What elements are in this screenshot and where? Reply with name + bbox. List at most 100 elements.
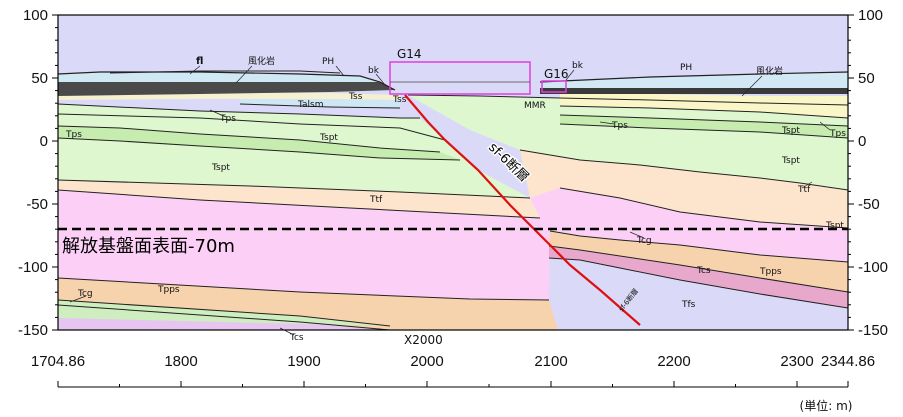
leader-line [335,65,345,77]
boundary-line [239,103,401,109]
fill-outline [109,70,341,74]
leader-line [819,121,831,131]
boundary-line [559,114,848,127]
y-tick-label-right: 50 [858,70,875,87]
label-fl: fl [196,56,203,67]
leader-line [629,231,645,239]
g14-borehole-box [389,61,531,95]
tcg-right-layer [549,231,848,292]
tps-right-band [560,115,848,138]
boundary-line [58,103,420,119]
label-mmr: MMR [524,101,546,111]
geology-layers [58,15,848,330]
boundary-line [559,123,848,139]
label-tss-1: Tss [348,92,363,102]
label-tpps-right: Tpps [759,267,782,277]
leader-line [69,295,87,303]
label-tpps-left: Tpps [157,285,180,295]
label-bk-left: bk [368,66,380,76]
x-tick-label: 2200 [657,353,690,370]
label-tspt-left1: Tspt [319,133,338,143]
weathered-right-layer [560,92,848,118]
x-tick-label: 1704.86 [31,353,85,370]
label-ttf-center: Ttf [369,195,383,205]
boundary-line [58,299,391,327]
leader-lines [69,65,831,336]
ttf-right-layer [520,150,848,228]
boundary-line [58,304,391,330]
label-tss-2: Tss [392,95,407,105]
label-tcg-right: Tcg [636,236,652,246]
y-tick-label: -150 [18,322,48,339]
leader-line [599,121,615,125]
g16-borehole-box [541,80,567,93]
boundary-line [407,94,848,106]
boundary-line [519,149,848,191]
leader-line [189,65,201,75]
leader-line [209,109,227,118]
leader-line [565,69,575,81]
green-strip-left [58,300,390,326]
ground-surface-left [58,71,396,91]
tps-left-band [58,126,460,160]
y-tick-label: 100 [23,7,48,24]
right-axis-ticks [848,14,854,331]
leader-line [279,327,295,336]
boundary-line [58,179,531,199]
x-tick-label: 2000 [410,353,443,370]
y-tick-label-right: -150 [858,322,888,339]
tspt-right-layer [408,95,848,190]
label-ph-left: PH [322,57,334,67]
label-tspt-right2: Tspt [781,156,800,166]
leader-line [801,181,813,189]
label-ph-right: PH [680,63,692,73]
leader-line [235,65,253,84]
dark-fill-left [58,82,395,96]
boundary-line [58,277,550,301]
x-tick-label: 1900 [287,353,320,370]
surface-fill-right [540,72,848,88]
sf-6-fault-line [404,94,641,326]
tpps-left-layer [58,278,558,330]
label-tps-right: Tps [829,129,846,139]
boundary-line [548,245,848,293]
y-tick-label-right: 100 [858,7,883,24]
label-talsm: Talsm [297,100,323,110]
base-level-label: 解放基盤面表面-70m [62,236,235,257]
y-tick-label-right: -50 [858,196,880,213]
label-ttf-right: Ttf [797,185,811,195]
g16-label: G16 [544,67,569,81]
label-tspt-right1: Tspt [781,126,800,136]
g14-label: G14 [397,47,422,61]
x-tick-label: 1800 [164,353,197,370]
pink-layer-left [58,190,550,300]
label-tps-mid: Tps [219,114,236,124]
label-tps-left: Tps [65,130,82,140]
boundary-line [58,113,446,141]
y-tick-label: 0 [40,133,48,150]
x-annotation: X2000 [404,333,443,347]
x-tick-label: 2300 [780,353,813,370]
label-weathered-left: 風化岩 [248,55,275,67]
label-tspt-right3: Tspt [825,221,844,231]
tcs-right-layer [549,246,848,308]
x-tick-label: 2100 [534,353,567,370]
y-tick-label: 50 [31,70,48,87]
label-tspt-left2: Tspt [211,163,230,173]
y-tick-label: -100 [18,259,48,276]
boundary-line [559,187,848,229]
boundary-line [58,137,461,161]
boundary-line [559,105,848,119]
ttf-left-layer [58,180,540,218]
layer-boundaries [58,70,848,330]
x-axis [57,381,849,388]
pink-layer-right [530,188,848,262]
boundary-line [549,230,848,263]
leader-line [741,75,763,97]
left-axis-ticks [52,14,58,331]
dark-fill-right [540,88,848,94]
label-tps-center: Tps [611,121,628,131]
label-weathered-right: 風化岩 [756,65,783,77]
leader-line [375,73,387,87]
